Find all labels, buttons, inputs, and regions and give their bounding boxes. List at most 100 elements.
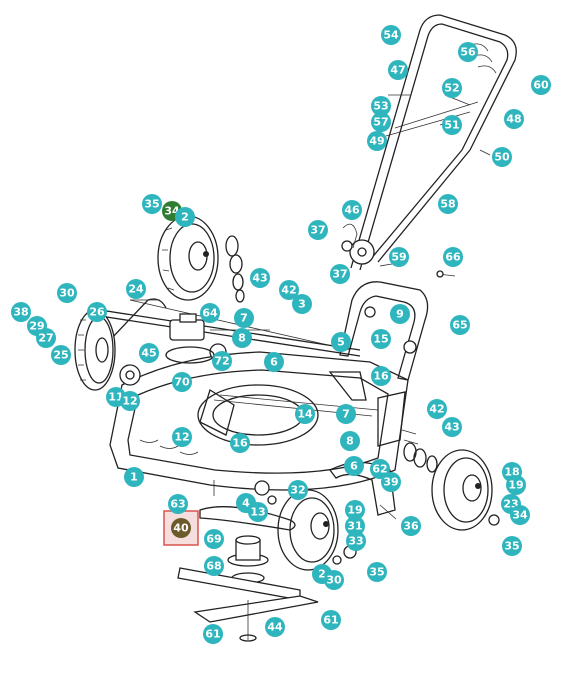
callout-66[interactable]: 66 [443,247,463,267]
callout-48[interactable]: 48 [504,109,524,129]
callout-61[interactable]: 61 [203,624,223,644]
callout-badge [381,472,401,492]
callout-35[interactable]: 35 [502,536,522,556]
callout-8[interactable]: 8 [232,328,252,348]
callout-label: 38 [13,306,28,319]
callout-label: 31 [347,520,362,533]
callout-33[interactable]: 33 [346,531,366,551]
callout-27[interactable]: 27 [36,328,56,348]
callout-49[interactable]: 49 [367,131,387,151]
callout-1[interactable]: 1 [124,467,144,487]
callout-16[interactable]: 16 [371,366,391,386]
callout-70[interactable]: 70 [172,372,192,392]
callout-38[interactable]: 38 [11,302,31,322]
callout-53[interactable]: 53 [371,96,391,116]
callout-badge [371,366,391,386]
callout-24[interactable]: 24 [126,279,146,299]
callout-34[interactable]: 34 [510,505,530,525]
callout-label: 2 [318,568,326,581]
callout-26[interactable]: 26 [87,302,107,322]
callout-42[interactable]: 42 [427,399,447,419]
callout-badge [510,505,530,525]
callout-15[interactable]: 15 [371,329,391,349]
callout-label: 16 [373,370,389,383]
callout-51[interactable]: 51 [442,115,462,135]
callout-label: 37 [332,268,347,281]
callout-13[interactable]: 13 [248,502,268,522]
callout-label: 56 [460,46,476,59]
callout-label: 30 [326,574,342,587]
callout-72[interactable]: 72 [212,351,232,371]
callout-61[interactable]: 61 [321,610,341,630]
callout-40[interactable]: 40 [171,518,191,538]
callout-31[interactable]: 31 [345,516,365,536]
callout-50[interactable]: 50 [492,147,512,167]
callout-3[interactable]: 3 [292,294,312,314]
callout-56[interactable]: 56 [458,42,478,62]
callout-46[interactable]: 46 [342,200,362,220]
callout-43[interactable]: 43 [250,268,270,288]
callout-label: 50 [494,151,510,164]
callout-54[interactable]: 54 [381,25,401,45]
callout-52[interactable]: 52 [442,78,462,98]
callout-label: 45 [141,347,156,360]
callout-35[interactable]: 35 [142,194,162,214]
callout-label: 53 [373,100,388,113]
callout-19[interactable]: 19 [345,500,365,520]
callout-43[interactable]: 43 [442,417,462,437]
callout-42[interactable]: 42 [279,280,299,300]
callout-12[interactable]: 12 [120,391,140,411]
callout-5[interactable]: 5 [331,332,351,352]
callout-30[interactable]: 30 [324,570,344,590]
callout-32[interactable]: 32 [288,480,308,500]
callout-69[interactable]: 69 [204,529,224,549]
callout-label: 48 [506,113,521,126]
callout-25[interactable]: 25 [51,345,71,365]
callout-6[interactable]: 6 [344,456,364,476]
callout-label: 43 [252,272,267,285]
callout-7[interactable]: 7 [234,308,254,328]
callout-badge [57,283,77,303]
callout-badge [168,494,188,514]
callout-6[interactable]: 6 [264,352,284,372]
callout-2[interactable]: 2 [175,207,195,227]
callout-label: 47 [390,64,405,77]
callout-57[interactable]: 57 [371,112,391,132]
callout-label: 26 [89,306,105,319]
callout-37[interactable]: 37 [308,220,328,240]
callout-59[interactable]: 59 [389,247,409,267]
callout-39[interactable]: 39 [381,472,401,492]
callout-label: 30 [59,287,75,300]
callout-12[interactable]: 12 [172,427,192,447]
callout-badge [230,433,250,453]
callout-label: 12 [122,395,137,408]
callout-65[interactable]: 65 [450,315,470,335]
callout-label: 49 [369,135,384,148]
rear-wheel-left-outer [74,309,116,391]
callout-7[interactable]: 7 [336,404,356,424]
callout-16[interactable]: 16 [230,433,250,453]
callout-63[interactable]: 63 [168,494,188,514]
callout-60[interactable]: 60 [531,75,551,95]
callout-68[interactable]: 68 [204,556,224,576]
callout-58[interactable]: 58 [438,194,458,214]
callout-44[interactable]: 44 [265,617,285,637]
callout-9[interactable]: 9 [390,304,410,324]
callout-36[interactable]: 36 [401,516,421,536]
callout-64[interactable]: 64 [200,303,220,323]
callout-badge [204,529,224,549]
callout-45[interactable]: 45 [139,343,159,363]
callout-badge [11,302,31,322]
callout-8[interactable]: 8 [340,431,360,451]
callout-badge [442,417,462,437]
callout-30[interactable]: 30 [57,283,77,303]
callout-badge [172,427,192,447]
callout-label: 12 [174,431,189,444]
callout-19[interactable]: 19 [506,475,526,495]
callout-14[interactable]: 14 [295,404,315,424]
callout-badge [438,194,458,214]
callout-35[interactable]: 35 [367,562,387,582]
callout-47[interactable]: 47 [388,60,408,80]
handle-assembly [341,14,517,271]
callout-37[interactable]: 37 [330,264,350,284]
